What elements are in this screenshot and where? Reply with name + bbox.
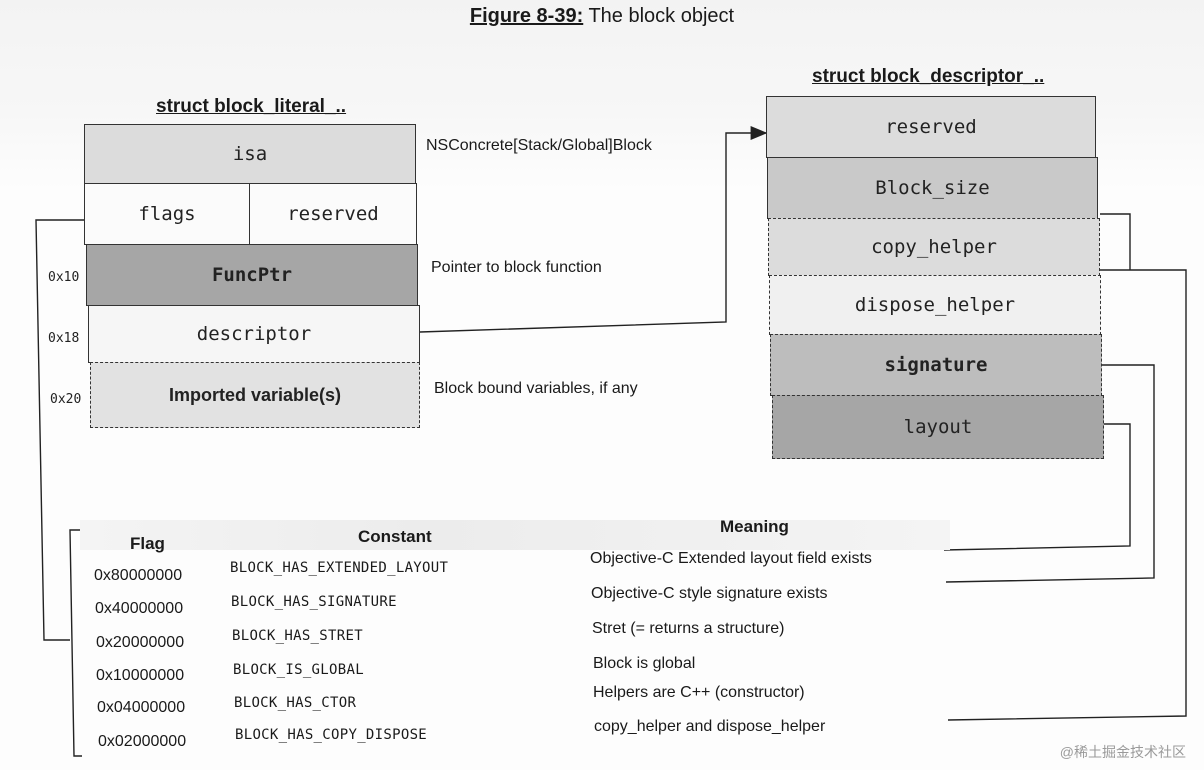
isa-field: isa [84,124,416,184]
table-bracket [69,529,82,757]
table-header-band [80,520,950,550]
row-4-constant: BLOCK_IS_GLOBAL [233,662,364,678]
header-meaning: Meaning [720,517,789,536]
row-5-flag: 0x04000000 [97,699,186,716]
row-5-meaning: Helpers are C++ (constructor) [593,684,805,701]
funcptr-note: Pointer to block function [431,259,602,276]
watermark: @稀土掘金技术社区 [1059,744,1186,760]
row-2-constant: BLOCK_HAS_SIGNATURE [231,594,397,610]
isa-note: NSConcrete[Stack/Global]Block [426,137,652,154]
row-3-flag: 0x20000000 [96,634,185,651]
reserved-field: reserved [249,183,417,245]
imported-note: Block bound variables, if any [434,380,638,397]
flags-field: flags [84,183,250,245]
offset-0x18: 0x18 [48,331,80,346]
block-size-field: Block_size [767,157,1098,219]
row-2-flag: 0x40000000 [95,600,184,617]
block-literal-title: struct block_literal_.. [156,96,347,117]
dispose-helper-field: dispose_helper [769,275,1101,335]
row-1-constant: BLOCK_HAS_EXTENDED_LAYOUT [230,560,449,576]
row-3-meaning: Stret (= returns a structure) [592,620,785,637]
row-4-meaning: Block is global [593,655,696,672]
row-1-flag: 0x80000000 [94,567,183,584]
layout-field: layout [772,395,1104,459]
figure-title: Figure 8-39: The block object [0,5,1204,28]
funcptr-field: FuncPtr [86,244,418,306]
row-6-meaning: copy_helper and dispose_helper [594,718,826,735]
signature-field: signature [770,334,1102,396]
row-5-constant: BLOCK_HAS_CTOR [234,695,357,711]
copy-helper-stub [1100,213,1131,270]
row-6-flag: 0x02000000 [98,733,187,750]
offset-0x10: 0x10 [48,270,80,285]
desc-reserved-field: reserved [766,96,1096,158]
offset-0x20: 0x20 [50,392,82,407]
copy-helper-field: copy_helper [768,218,1100,276]
figure-caption: The block object [588,5,735,27]
row-1-meaning: Objective-C Extended layout field exists [590,550,872,567]
row-3-constant: BLOCK_HAS_STRET [232,628,363,644]
row-4-flag: 0x10000000 [96,667,185,684]
header-flag: Flag [130,534,165,553]
header-constant: Constant [358,527,432,546]
imported-variables-field: Imported variable(s) [90,362,420,428]
row-2-meaning: Objective-C style signature exists [591,585,828,602]
descriptor-field: descriptor [88,305,420,363]
figure-number: Figure 8-39: [469,5,584,27]
row-6-constant: BLOCK_HAS_COPY_DISPOSE [235,727,428,743]
block-descriptor-title: struct block_descriptor_.. [812,66,1045,87]
